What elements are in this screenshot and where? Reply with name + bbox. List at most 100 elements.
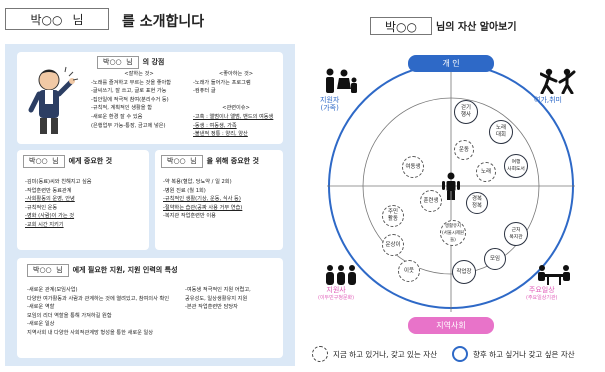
strengths-heading: 박○○ 님 의 강점: [97, 56, 164, 69]
can-do-item: -규칙적, 계획적인 생활을 함: [91, 105, 152, 112]
list-item: -약 복용(혈압, 당뇨약 / 일 2회): [163, 179, 232, 185]
legend-current-label: 지금 하고 있거나, 갖고 있는 자산: [333, 349, 438, 359]
corner-label-line: (주요일상기관): [526, 295, 558, 301]
asset-meeting: 모임: [484, 248, 506, 270]
legend-current-assets: 지금 하고 있거나, 갖고 있는 자산: [312, 346, 437, 362]
corner-label-line: 주요일상: [528, 286, 555, 294]
important-to-suffix: 님: [52, 157, 59, 165]
solid-circle-icon: [452, 346, 468, 362]
dashed-circle-icon: [312, 346, 328, 362]
asset-walking-event: 걷기 행사: [454, 100, 478, 124]
right-name-box: 박○○: [370, 17, 432, 35]
strengths-name-suffix: 님: [126, 58, 133, 66]
corner-label-line: (이두민구청문화): [318, 295, 355, 301]
profile-panel: 박○○ 님 의 강점 <잘하는 것> -노래를 즐겨하고 부르는 것을 좋아함 …: [5, 44, 295, 366]
supporter-family-label: 지원자 (가족): [320, 96, 339, 112]
asset-unsangi: 운상이: [382, 234, 404, 256]
support-needs-heading: 박○○ 님 에게 필요한 지원, 지원 인력의 특성: [27, 264, 178, 277]
list-item: -복지관 작업훈련반 이용: [163, 213, 216, 220]
list-item: -병원 진료 (월 1회): [163, 187, 206, 194]
list-item: 공유성도, 일상생활유지 지원: [185, 295, 248, 302]
can-do-item: -집안일에 적극적 참여(분리수거 등): [91, 96, 169, 103]
list-item: -본관 작업훈련반 담당자: [185, 304, 238, 311]
important-for-title: 을 위해 중요한 것: [206, 157, 259, 165]
asset-singing: 노래: [476, 162, 496, 182]
likes-item: [193, 96, 279, 105]
likes-item: -불낸적 정통 : 양리, 양산: [193, 131, 248, 138]
legend-future-assets: 향후 하고 싶거나 갖고 싶은 자산: [452, 346, 575, 362]
right-name: 박○○: [385, 19, 417, 34]
left-name-box: 박○○ 님: [5, 8, 109, 30]
likes-item: <관련이슈>: [222, 105, 250, 112]
strengths-card: 박○○ 님 의 강점 <잘하는 것> -노래를 즐겨하고 부르는 것을 좋아함 …: [17, 52, 283, 144]
asset-daily-life-support: 생활유지 (서울시제원들): [440, 220, 466, 246]
list-item: -새로운 관계(모임사업): [27, 287, 78, 293]
asset-nearby-welfare-center: 근처 복지관: [504, 222, 528, 246]
list-item: -절약하는 습관(공짜 사용 거부 연습): [163, 204, 243, 211]
likes-item: -노래가 들어가는 프로그램: [193, 79, 251, 86]
asset-neighbor: 이웃: [398, 260, 420, 282]
right-page-title: 님의 자산 알아보기: [436, 22, 517, 33]
left-name-suffix: 님: [72, 12, 84, 27]
group-people-icon: [326, 265, 356, 285]
list-item: -김미(동료)씨와 친해지고 싶음: [25, 179, 92, 185]
important-for-heading: 박○○ 님 을 위해 중요한 것: [161, 155, 259, 168]
likes-item: -동생 : 여동생, 가족: [193, 122, 237, 129]
list-item: -규칙적인 운동: [25, 204, 58, 211]
likes-item: -고혹 : 앨범이나 앨범, 밴드의 여동생: [193, 113, 274, 120]
important-to-name: 박○○: [29, 157, 48, 165]
support-needs-col1: -새로운 관계(모임사업) 다양한 여가활동과 사람과 관계하는 것에 열려있고…: [27, 286, 179, 338]
asset-trainee: 훈련생: [420, 190, 442, 212]
can-do-item: -노래를 즐겨하고 부르는 것을 좋아함: [91, 79, 172, 86]
likes-heading: <좋아하는 것>: [218, 71, 254, 77]
can-do-item: (은행업무 가능-통장, 금고에 넣은): [91, 122, 166, 129]
can-do-item: -새로운 환경 잘 수 있음: [91, 113, 143, 120]
strengths-col2: <좋아하는 것> -노래가 들어가는 프로그램 -컴퓨터 글 <관련이슈> -고…: [193, 70, 279, 139]
dancing-people-icon: [540, 68, 576, 94]
list-item: -교회 시간 지키기: [25, 221, 64, 228]
asset-resident-activity: 주민 활동: [382, 205, 404, 227]
left-name: 박○○: [30, 12, 63, 27]
strengths-name: 박○○: [103, 58, 122, 66]
list-item: 모임의 리더 역할을 통해 가져하길 원함: [27, 312, 112, 319]
list-item: -작업훈련만 동료관계: [25, 187, 72, 194]
important-to-card: 박○○ 님 에게 중요한 것 -김미(동료)씨와 친해지고 싶음 -작업훈련만 …: [17, 150, 149, 250]
support-needs-name: 박○○: [33, 266, 52, 274]
strengths-title: 의 강점: [142, 58, 165, 66]
important-to-title: 에게 중요한 것: [68, 157, 113, 165]
asset-gyeongbok: 경복 정복: [466, 192, 488, 214]
corner-label-line: (가족): [320, 104, 339, 112]
daily-life-label: 주요일상 (주요일상기관): [526, 286, 558, 302]
corner-label-line: 지원자: [320, 96, 340, 104]
person-pointing-icon: [28, 66, 79, 134]
standing-person-icon: [442, 172, 460, 200]
list-item: -사회활동의 운영, 안녕: [25, 196, 75, 203]
list-item: -새로운 역할: [27, 304, 55, 311]
important-for-name: 박○○: [167, 157, 186, 165]
left-page-title: 를 소개합니다: [122, 14, 205, 30]
asset-workplace: 작업장: [452, 260, 476, 284]
meeting-table-icon: [538, 265, 570, 285]
asset-singing-contest: 노래 대회: [489, 120, 513, 144]
list-item: 다양한 여가활동과 사람과 관계하는 것에 열려있고, 참여의사 확인: [27, 295, 170, 302]
community-banner: 지역사회: [408, 317, 494, 334]
asset-travel: 여행 사회도서: [504, 154, 528, 178]
list-item: -여동생 적극적인 지원 어렵고,: [185, 287, 251, 293]
support-needs-card: 박○○ 님 에게 필요한 지원, 지원 인력의 특성 -새로운 관계(모임사업)…: [17, 258, 283, 358]
important-to-heading: 박○○ 님 에게 중요한 것: [23, 155, 112, 168]
support-agency-label: 지원사 (이두민구청문화): [318, 286, 354, 302]
important-for-suffix: 님: [190, 157, 197, 165]
can-do-item: -글씨쓰기, 잘 쓰고, 글로 표현 가능: [91, 88, 167, 95]
important-for-card: 박○○ 님 을 위해 중요한 것 -약 복용(혈압, 당뇨약 / 일 2회) -…: [155, 150, 283, 250]
legend-future-label: 향후 하고 싶거나 갖고 싶은 자산: [473, 349, 575, 359]
important-to-list: -김미(동료)씨와 친해지고 싶음 -작업훈련만 동료관계 -사회활동의 운영,…: [25, 178, 145, 230]
list-item: -새로운 일상: [27, 321, 55, 328]
asset-map: 개 인 지역사회 지원자 (가족) 여가,취미 지원사 (이두민구청문화): [298, 50, 605, 340]
asset-exercise: 운동: [454, 140, 474, 160]
list-item: 지역사회 내 다양한 사회적관계망 형성을 통한 새로운 일상: [27, 329, 154, 336]
support-needs-col2: -여동생 적극적인 지원 어렵고, 공유성도, 일상생활유지 지원 -본관 작업…: [185, 286, 279, 312]
likes-item: -컴퓨터 글: [193, 88, 216, 95]
individual-banner: 개 인: [408, 55, 494, 72]
family-icon: [326, 68, 357, 93]
leisure-label: 여가,취미: [534, 96, 562, 104]
